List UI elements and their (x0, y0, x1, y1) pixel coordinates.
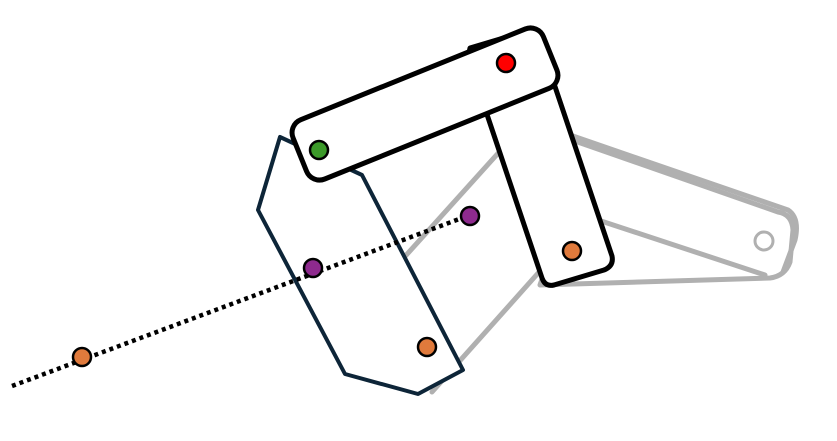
ghost-arm-mid (589, 215, 768, 278)
top-bar (289, 25, 561, 183)
ghost-arm-upper (557, 132, 799, 275)
ghost-joint (753, 230, 775, 252)
ghost-arm-lower (537, 137, 796, 288)
coupler-plate (256, 135, 465, 396)
orange-joint-left (71, 346, 93, 368)
orange-joint-right (561, 240, 583, 262)
green-joint (308, 139, 330, 161)
ghost-links (397, 132, 799, 395)
orange-joint-lower (416, 336, 438, 358)
purple-joint-upper (459, 205, 481, 227)
top-bar-outline (289, 25, 561, 183)
purple-joint-lower (302, 257, 324, 279)
red-joint (495, 52, 517, 74)
joints (71, 52, 775, 368)
